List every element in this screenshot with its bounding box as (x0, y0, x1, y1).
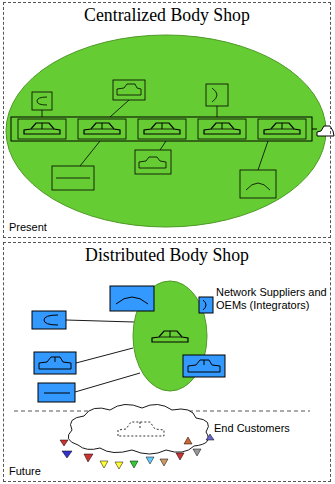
network-label: Network Suppliers and OEMs (Integrators) (216, 286, 332, 312)
panel-title: Centralized Body Shop (4, 3, 330, 26)
part-stations (32, 80, 276, 198)
car-body (144, 123, 180, 134)
assembly-line (11, 117, 312, 141)
car-body (84, 123, 120, 134)
customer-triangles (60, 434, 214, 469)
car-body (24, 123, 60, 134)
customers-label-holder: End Customers (214, 422, 326, 435)
panel-present: Centralized Body ShopPresent (3, 2, 331, 238)
panel-future: Distributed Body ShopFuture (3, 242, 331, 482)
car-body (152, 331, 188, 342)
dotted-car (118, 422, 164, 436)
panel-caption: Present (4, 221, 330, 237)
network-label-holder: Network Suppliers and OEMs (Integrators) (216, 286, 332, 312)
car-body (264, 123, 300, 134)
panel-caption: Future (4, 465, 330, 481)
car-body (204, 123, 240, 134)
customer-cloud (68, 404, 208, 454)
customers-label: End Customers (214, 422, 326, 435)
supplier-boxes (32, 286, 225, 402)
plant-ellipse (6, 35, 326, 227)
stations (18, 119, 306, 139)
panel-title: Distributed Body Shop (4, 243, 330, 266)
